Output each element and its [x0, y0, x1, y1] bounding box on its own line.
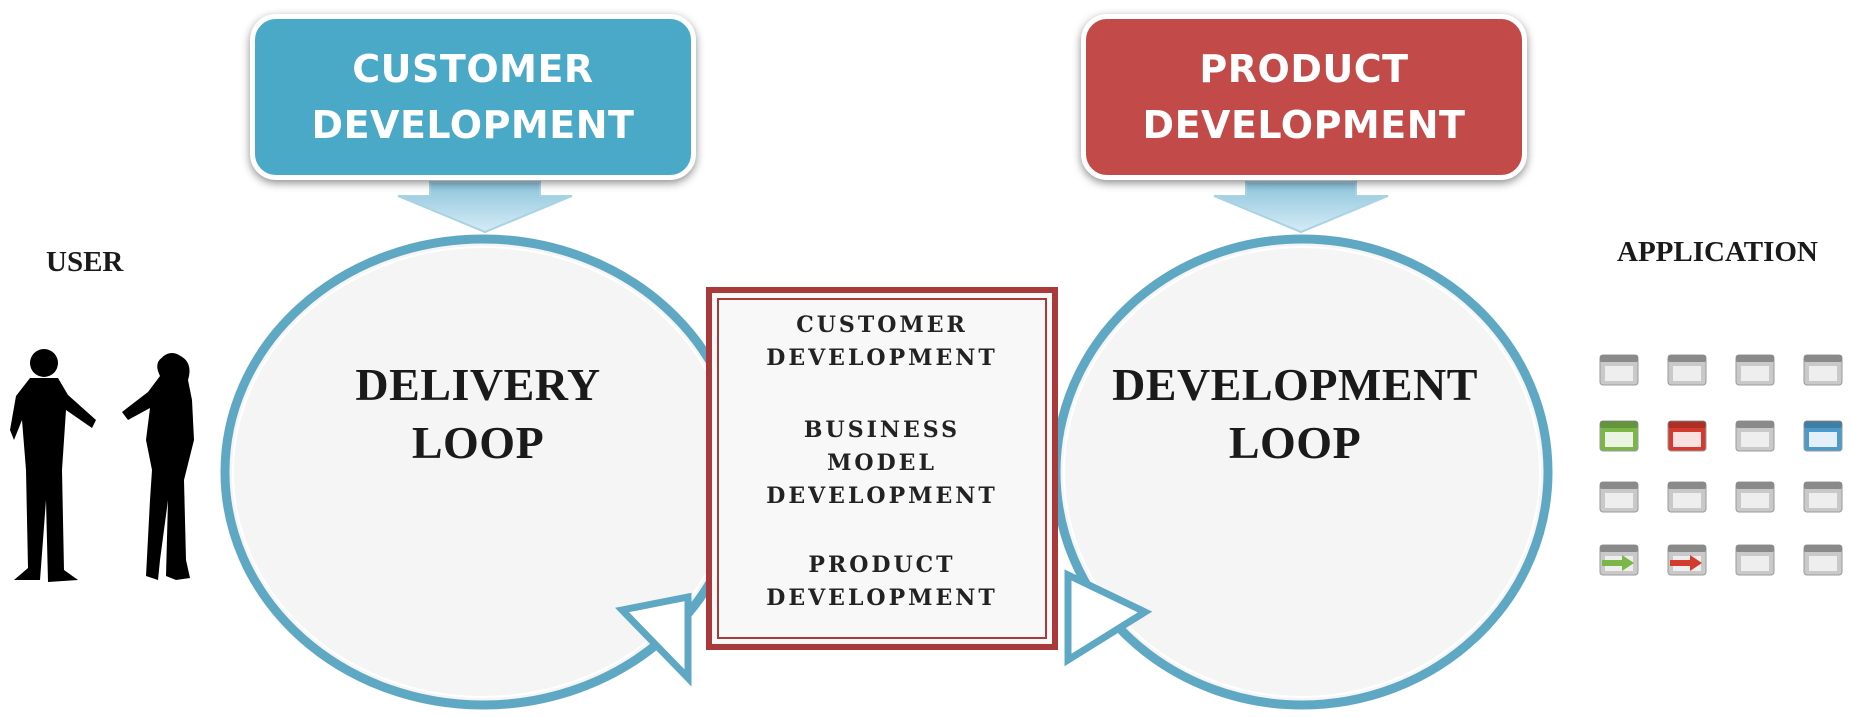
close-icon — [1667, 420, 1707, 452]
sidebar-window-icon — [1735, 354, 1775, 386]
export-icon — [1667, 544, 1707, 576]
window-icon — [1599, 354, 1639, 386]
edit-icon — [1735, 420, 1775, 452]
customer-development-label: CUSTOMER DEVELOPMENT — [311, 47, 635, 147]
settings-window-icon — [1803, 481, 1843, 513]
application-label: APPLICATION — [1617, 236, 1818, 268]
import-icon — [1599, 544, 1639, 576]
center-items: CUSTOMER DEVELOPMENT BUSINESS MODEL DEVE… — [706, 0, 1058, 717]
delivery-loop-label: DELIVERY LOOP — [355, 359, 601, 468]
application-icons — [1599, 354, 1843, 576]
delivery-loop — [220, 234, 746, 710]
development-loop-label: DEVELOPMENT LOOP — [1112, 359, 1478, 468]
window-icon — [1735, 544, 1775, 576]
loop-arrowhead-left — [614, 592, 692, 687]
customer-development-box: CUSTOMER DEVELOPMENT — [250, 14, 696, 180]
search-icon — [1735, 481, 1775, 513]
loop-arrowhead-right — [1064, 569, 1153, 667]
center-box — [706, 287, 1058, 650]
down-arrow-right — [1213, 181, 1389, 234]
center-item-customer-development: CUSTOMER DEVELOPMENT — [766, 312, 998, 371]
down-arrow-left — [397, 181, 573, 234]
list-window-icon — [1599, 481, 1639, 513]
image-window-icon — [1803, 420, 1843, 452]
product-development-box: PRODUCT DEVELOPMENT — [1081, 14, 1527, 180]
center-item-business-model-development: BUSINESS MODEL DEVELOPMENT — [766, 417, 998, 509]
center-item-product-development: PRODUCT DEVELOPMENT — [766, 552, 998, 611]
layout-window-icon — [1667, 481, 1707, 513]
table-window-icon — [1803, 544, 1843, 576]
form-icon — [1667, 354, 1707, 386]
user-label: USER — [46, 246, 124, 278]
development-loop — [1051, 234, 1553, 710]
grid-table-icon — [1803, 354, 1843, 386]
user-silhouette-icon — [10, 349, 194, 582]
check-icon — [1599, 420, 1639, 452]
product-development-label: PRODUCT DEVELOPMENT — [1142, 47, 1466, 147]
